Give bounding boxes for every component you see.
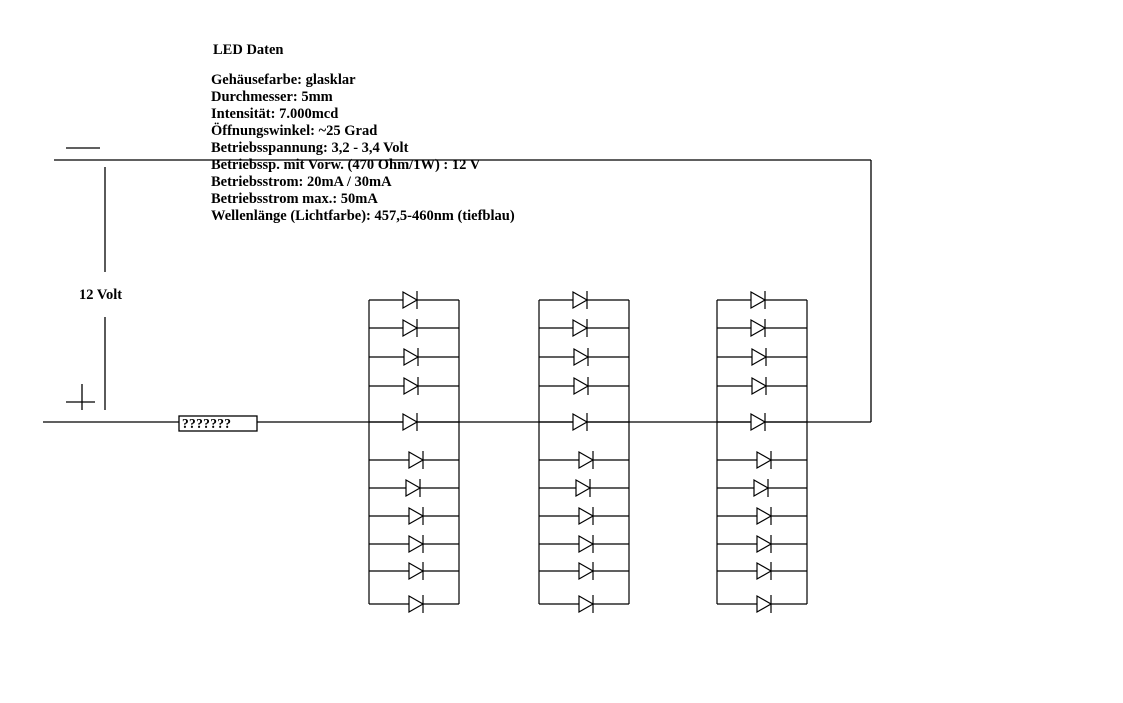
led-diode-icon: [405, 478, 422, 498]
led-bank-3: [716, 290, 808, 614]
led-diode-icon: [578, 506, 595, 526]
led-diode-icon: [756, 450, 773, 470]
led-diode-icon: [756, 534, 773, 554]
spec-line: Durchmesser: 5mm: [211, 89, 333, 105]
spec-line: Betriebsstrom max.: 50mA: [211, 191, 378, 207]
spec-line: Betriebssp. mit Vorw. (470 Ohm/1W) : 12 …: [211, 157, 481, 173]
spec-line: Intensität: 7.000mcd: [211, 106, 339, 122]
led-diode-icon: [756, 594, 773, 614]
led-diode-icon: [573, 347, 590, 367]
led-diode-icon: [408, 506, 425, 526]
led-diode-icon: [402, 318, 419, 338]
led-diode-icon: [572, 318, 589, 338]
led-diode-icon: [572, 412, 589, 432]
led-data-title: LED Daten: [213, 42, 284, 58]
spec-line: Öffnungswinkel: ~25 Grad: [211, 123, 378, 139]
led-diode-icon: [756, 561, 773, 581]
led-diode-icon: [578, 534, 595, 554]
led-diode-icon: [402, 290, 419, 310]
led-spec-list: Gehäusefarbe: glasklar Durchmesser: 5mm …: [211, 72, 515, 225]
led-diode-icon: [578, 561, 595, 581]
led-diode-icon: [578, 594, 595, 614]
plus-sign: [66, 384, 95, 410]
led-diode-icon: [756, 506, 773, 526]
led-diode-icon: [750, 318, 767, 338]
led-diode-icon: [402, 412, 419, 432]
led-diode-icon: [403, 347, 420, 367]
led-diode-icon: [408, 534, 425, 554]
led-diode-icon: [575, 478, 592, 498]
led-diode-icon: [403, 376, 420, 396]
led-bank-1: [368, 290, 460, 614]
led-diode-icon: [573, 376, 590, 396]
resistor: [178, 415, 258, 432]
led-diode-icon: [408, 450, 425, 470]
led-diode-icon: [408, 561, 425, 581]
led-diode-icon: [578, 450, 595, 470]
spec-line: Betriebsspannung: 3,2 - 3,4 Volt: [211, 140, 409, 156]
led-bank-2: [538, 290, 630, 614]
led-diode-icon: [751, 376, 768, 396]
led-diode-icon: [750, 412, 767, 432]
spec-line: Wellenlänge (Lichtfarbe): 457,5-460nm (t…: [211, 208, 515, 224]
spec-line: Betriebsstrom: 20mA / 30mA: [211, 174, 392, 190]
led-diode-icon: [753, 478, 770, 498]
supply-voltage-label: 12 Volt: [79, 287, 123, 303]
led-diode-icon: [751, 347, 768, 367]
led-diode-icon: [750, 290, 767, 310]
spec-line: Gehäusefarbe: glasklar: [211, 72, 356, 88]
led-diode-icon: [408, 594, 425, 614]
resistor-label: ???????: [182, 416, 232, 431]
led-diode-icon: [572, 290, 589, 310]
